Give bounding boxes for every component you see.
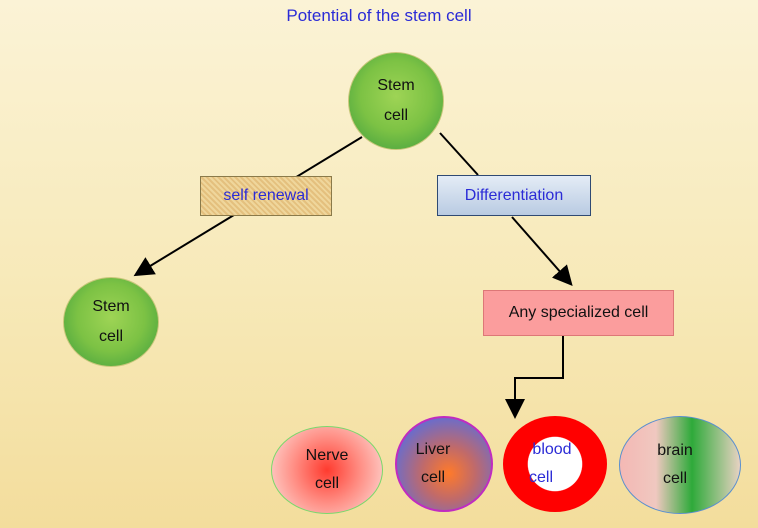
liver-cell-line2: cell	[420, 469, 445, 486]
nerve-cell: Nerve cell	[271, 426, 383, 514]
self-renewal-text: self renewal	[223, 187, 309, 204]
blood-cell-line2: cell	[528, 469, 553, 486]
nerve-cell-line2: cell	[314, 475, 339, 492]
arrow-to-differentiation	[439, 132, 479, 176]
specialized-cell-text: Any specialized cell	[508, 304, 649, 321]
blood-cell-line1: blood	[532, 441, 572, 458]
liver-cell-line1: Liver	[415, 441, 451, 458]
brain-cell: brain cell	[619, 416, 741, 514]
diagram-title: Potential of the stem cell	[286, 6, 472, 25]
brain-cell-line2: cell	[662, 470, 687, 487]
nerve-cell-line1: Nerve	[305, 447, 349, 464]
blood-cell: blood cell	[503, 416, 607, 512]
stem-cell-left-line1: Stem	[92, 298, 130, 315]
brain-cell-line1: brain	[657, 442, 693, 459]
stem-cell-top-line2: cell	[383, 107, 408, 124]
specialized-cell-box: Any specialized cell	[483, 290, 674, 336]
stem-cell-top-line1: Stem	[377, 77, 415, 94]
stem-cell-left-line2: cell	[98, 328, 123, 345]
differentiation-text: Differentiation	[464, 186, 564, 204]
arrow-to-specialized	[511, 216, 573, 287]
arrow-to-cells	[505, 336, 564, 419]
liver-cell: Liver cell	[395, 416, 493, 512]
differentiation-label: Differentiation	[437, 175, 591, 216]
stem-cell-left: Stem cell	[63, 277, 159, 367]
stem-cell-top: Stem cell	[348, 52, 444, 150]
self-renewal-label: self renewal	[200, 176, 332, 216]
